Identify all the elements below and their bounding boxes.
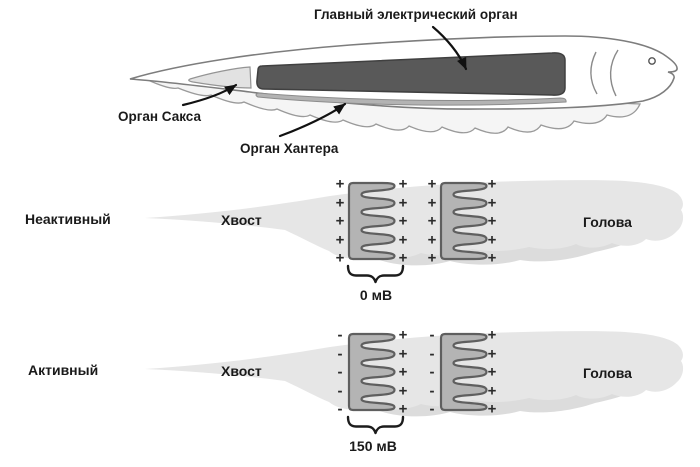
charge-sign: + — [398, 326, 408, 344]
head-label-active: Голова — [583, 365, 632, 381]
charge-sign: - — [337, 345, 343, 362]
charge-sign: + — [335, 249, 345, 267]
main-organ-arrow — [431, 25, 468, 71]
state-label-inactive: Неактивный — [25, 211, 111, 227]
tail-label-inactive: Хвост — [221, 212, 262, 228]
hunter-organ-label: Орган Хантера — [240, 141, 339, 156]
main-organ-label: Главный электрический орган — [314, 7, 518, 22]
charge-sign: + — [398, 231, 408, 248]
head-label-inactive: Голова — [583, 214, 632, 230]
charge-sign: + — [398, 175, 408, 193]
charge-sign: + — [398, 382, 408, 399]
charge-sign: + — [427, 249, 437, 267]
voltage-label-inactive: 0 мВ — [359, 287, 393, 303]
charge-sign: - — [429, 400, 435, 418]
charge-sign: + — [487, 249, 497, 267]
hunter-organ-shape — [255, 92, 567, 106]
charge-sign: + — [335, 175, 345, 193]
charge-sign: + — [398, 212, 408, 230]
charge-sign: - — [429, 363, 435, 381]
state-label-active: Активный — [28, 362, 99, 378]
voltage-label-active: 150 мВ — [349, 438, 397, 454]
gill-line-2 — [609, 49, 619, 97]
charge-sign: - — [429, 382, 435, 399]
charge-sign: + — [398, 400, 408, 418]
charge-sign: + — [487, 400, 497, 418]
gill-line — [590, 51, 598, 95]
sachs-organ-shape — [188, 66, 252, 89]
charge-sign: - — [429, 326, 435, 344]
charge-sign: + — [427, 212, 437, 230]
sachs-organ-label: Орган Сакса — [118, 109, 201, 124]
charge-sign: + — [427, 231, 437, 248]
charge-sign: + — [398, 249, 408, 267]
tail-label-active: Хвост — [221, 363, 262, 379]
charge-sign: + — [335, 231, 345, 248]
charge-sign: - — [337, 382, 343, 399]
charge-sign: + — [487, 363, 497, 381]
charge-sign: + — [487, 345, 497, 362]
charge-sign: + — [487, 194, 497, 211]
charge-sign: + — [398, 194, 408, 211]
eye-icon — [648, 57, 656, 65]
panel-active-art — [145, 331, 683, 433]
charge-sign: - — [337, 400, 343, 418]
charge-sign: - — [337, 363, 343, 381]
charge-sign: + — [487, 382, 497, 399]
charge-sign: + — [427, 175, 437, 193]
charge-sign: + — [487, 326, 497, 344]
charge-sign: + — [398, 345, 408, 362]
sachs-organ-arrow — [181, 83, 238, 107]
charge-sign: + — [427, 194, 437, 211]
panel-inactive-art — [145, 180, 683, 282]
charge-sign: - — [429, 345, 435, 362]
charge-sign: + — [487, 231, 497, 248]
eel-anatomy — [129, 25, 678, 138]
charge-sign: - — [337, 326, 343, 344]
hunter-organ-arrow — [278, 102, 347, 138]
charge-sign: + — [487, 212, 497, 230]
charge-sign: + — [487, 175, 497, 193]
charge-sign: + — [335, 194, 345, 211]
charge-sign: + — [335, 212, 345, 230]
charge-sign: + — [398, 363, 408, 381]
main-organ-shape — [256, 52, 566, 96]
